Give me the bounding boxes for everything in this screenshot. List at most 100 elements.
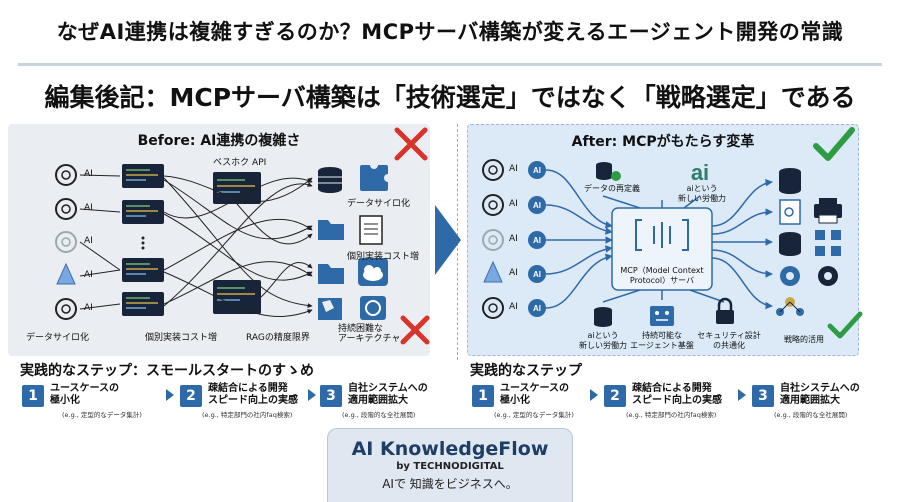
bottom-silo-label: データサイロ化 [26, 333, 90, 343]
svg-text:AI: AI [533, 236, 541, 245]
green-check-icon [827, 311, 863, 339]
green-check-icon [813, 127, 855, 161]
brand-tagline: AIで 知識をビジネスへ。 [382, 477, 518, 491]
after-right-icons [776, 168, 842, 316]
brand-by: by TECHNODIGITAL [396, 461, 504, 472]
ai-badge-icon: AI [528, 231, 546, 249]
before-ai-label: AI [84, 236, 93, 246]
after-ai-label: AI [509, 164, 518, 174]
ellipsis-icon [141, 236, 145, 250]
ai-logo-icon [482, 194, 504, 216]
cost-label: 個別実装コスト増 [347, 252, 420, 262]
ai-workforce-label: aiという 新しい労働力 [678, 184, 726, 203]
ai-logo-text: ai [691, 160, 709, 185]
before-steps-heading: 実践的なステップ：スモールスタートのすゝめ [20, 363, 314, 379]
svg-text:AI: AI [533, 166, 541, 175]
folder-icon [318, 220, 344, 240]
code-window-icon [122, 200, 164, 224]
before-ai-label: AI [84, 303, 93, 313]
api-window-icon [213, 172, 261, 204]
clean-connections [545, 169, 773, 310]
database-icon [779, 168, 801, 194]
mcp-hub-label: MCP（Model Context Protocol）サーバ [620, 266, 704, 285]
step-arrow-icon [738, 389, 746, 401]
ai-star-icon [483, 260, 503, 283]
step-example: (e.g., 定型的なデータ集計) [62, 411, 142, 419]
mcp-hub-icon [611, 207, 713, 291]
step-number: 3 [752, 385, 774, 407]
code-window-icon [122, 164, 164, 188]
ai-logo-icon [55, 164, 77, 186]
step-example: (e.g., 定型的なデータ集計) [494, 411, 574, 419]
after-step-2: 2 疎結合による開発スピード向上の実感 (e.g., 特定部門の社内faq検索) [604, 383, 744, 423]
ai-star-icon [56, 262, 76, 285]
after-ai-label: AI [509, 302, 518, 312]
folder-icon [318, 264, 344, 284]
title-divider [18, 63, 882, 66]
step-text: 疎結合による開発スピード向上の実感 [632, 383, 722, 406]
broken-puzzle-icon [318, 298, 342, 320]
svg-text:AI: AI [533, 304, 541, 313]
document-icon [359, 215, 383, 245]
strategic-label: 戦略的活用 [784, 335, 824, 344]
after-ai-label: AI [509, 268, 518, 278]
gear-icon [818, 266, 838, 286]
bottom-rag-label: RAGの精度限界 [246, 333, 310, 343]
ai-logo-icon [482, 229, 504, 251]
architecture-label: 持続困難な アーキテクチャ [338, 324, 401, 344]
agent-platform-icon [650, 306, 674, 326]
silo-label: データサイロ化 [347, 199, 411, 209]
svg-text:AI: AI [533, 201, 541, 210]
step-number: 3 [320, 385, 342, 407]
after-step-1: 1 ユースケースの極小化 (e.g., 定型的なデータ集計) [472, 383, 602, 423]
step-arrow-icon [590, 389, 598, 401]
before-ai-label: AI [84, 169, 93, 179]
before-step-1: 1 ユースケースの極小化 (e.g., 定型的なデータ集計) [22, 383, 162, 423]
after-ai-logos: AI AI AI AI AI [482, 159, 546, 319]
ai-logo-icon [55, 298, 77, 320]
puzzle-icon [360, 161, 392, 191]
brand-card: AI KnowledgeFlow by TECHNODIGITAL AIで 知識… [327, 428, 573, 502]
ai-logo-icon [55, 231, 77, 253]
step-number: 1 [22, 385, 44, 407]
after-steps-heading: 実践的なステップ [470, 363, 582, 379]
ai-badge-icon: AI [528, 161, 546, 179]
before-ai-logos [55, 164, 77, 320]
before-code-windows [122, 164, 261, 316]
before-step-3: 3 自社システムへの適用範囲拡大 (e.g., 段階的な全社展開) [320, 383, 455, 423]
svg-text:AI: AI [533, 270, 541, 279]
step-text: 疎結合による開発スピード向上の実感 [208, 383, 298, 406]
before-title: Before: AI連携の複雑さ [137, 133, 301, 149]
ai-badge-icon: AI [528, 265, 546, 283]
after-title: After: MCPがもたらす変革 [571, 134, 755, 150]
search-document-icon [779, 199, 801, 225]
after-ai-label: AI [509, 199, 518, 209]
step-number: 1 [472, 385, 494, 407]
security-label: セキュリティ設計 の共通化 [697, 331, 761, 350]
before-step-2: 2 疎結合による開発スピード向上の実感 (e.g., 特定部門の社内faq検索) [180, 383, 320, 423]
ai-badge-icon: AI [528, 196, 546, 214]
step-text: 自社システムへの適用範囲拡大 [348, 383, 428, 406]
step-number: 2 [604, 385, 626, 407]
ai-workforce-icon: ai [691, 160, 709, 185]
brand-name: AI KnowledgeFlow [351, 438, 549, 460]
step-example: (e.g., 特定部門の社内faq検索) [626, 411, 717, 419]
red-cross-icon [400, 315, 430, 345]
step-arrow-icon [166, 389, 174, 401]
step-example: (e.g., 段階的な全社展開) [342, 411, 416, 419]
gear-icon [780, 266, 800, 286]
database-icon [318, 167, 342, 193]
molecule-icon [776, 297, 804, 316]
api-label: ベスホク API [213, 158, 267, 168]
step-number: 2 [180, 385, 202, 407]
after-step-3: 3 自社システムへの適用範囲拡大 (e.g., 段階的な全社展開) [752, 383, 882, 423]
printer-icon [814, 198, 842, 224]
before-ai-label: AI [84, 203, 93, 213]
transition-arrow-icon [435, 205, 461, 275]
data-redefinition-icon [596, 162, 621, 181]
database-icon [594, 307, 612, 327]
agent-platform-label: 持続可能な エージェント基盤 [630, 331, 694, 350]
step-text: 自社システムへの適用範囲拡大 [780, 383, 860, 406]
code-window-icon [213, 280, 261, 314]
